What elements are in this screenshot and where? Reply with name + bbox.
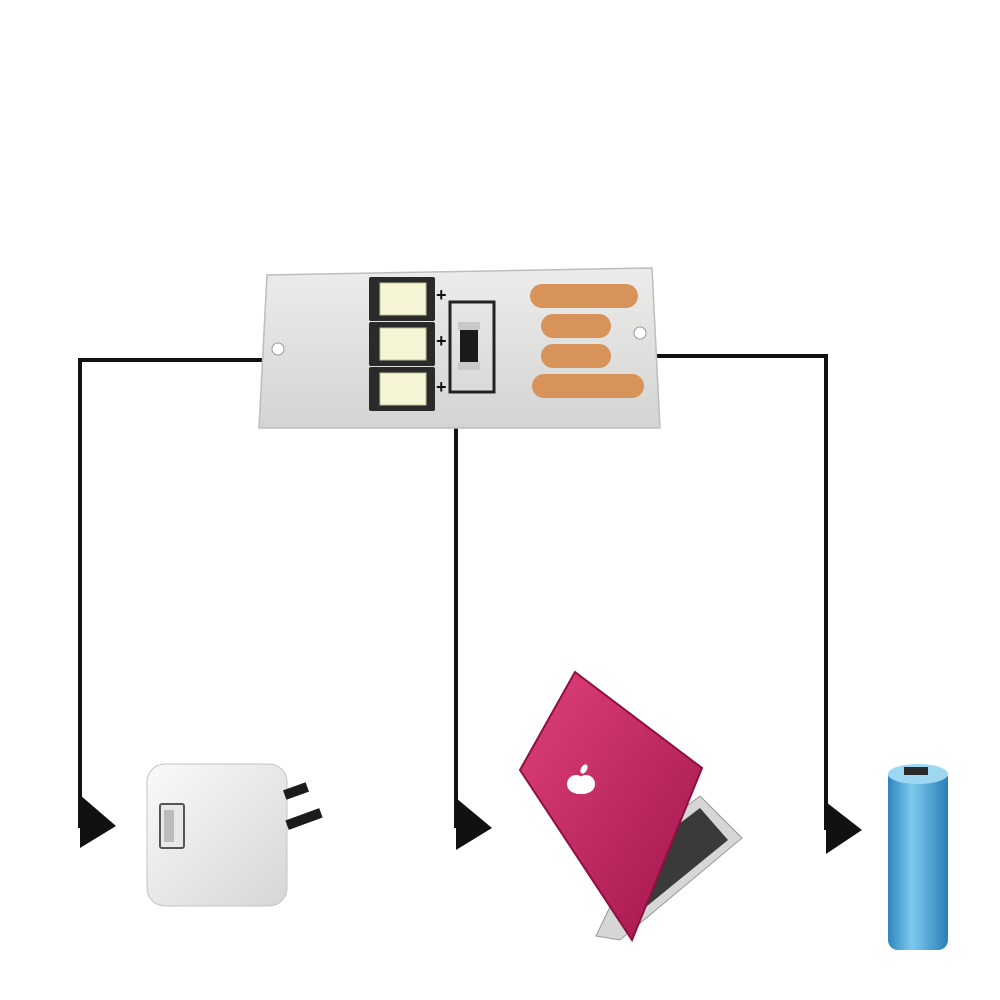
usb-contact-pad [530, 284, 638, 308]
wire-left [78, 358, 262, 828]
wall-charger-icon [146, 763, 288, 907]
mounting-hole [271, 342, 285, 356]
apple-logo-icon [567, 764, 595, 794]
arrowhead-right [826, 802, 862, 854]
wire-right [655, 354, 828, 830]
power-bank [888, 764, 948, 950]
polarity-plus-2: + [436, 331, 447, 351]
arrowhead-middle [456, 798, 492, 850]
usb-led-pcb [258, 267, 661, 429]
mounting-hole [633, 326, 647, 340]
usb-contact-pad [532, 374, 644, 398]
usb-contact-pad [541, 314, 611, 338]
led-1 [369, 277, 435, 321]
laptop-icon [518, 670, 704, 943]
usb-wall-adapter [146, 763, 323, 907]
power-bank-icon [888, 768, 948, 950]
plug-prong [285, 808, 323, 830]
led-3 [369, 367, 435, 411]
laptop [518, 670, 743, 943]
wires [78, 354, 828, 830]
arrowhead-left [80, 795, 116, 848]
polarity-plus-3: + [436, 377, 447, 397]
resistor [460, 328, 478, 364]
polarity-plus-1: + [436, 285, 447, 305]
led-2 [369, 322, 435, 366]
plug-prong [283, 782, 309, 800]
usb-port [904, 767, 928, 775]
usb-contact-pad [541, 344, 611, 368]
resistor-outline [448, 300, 496, 394]
